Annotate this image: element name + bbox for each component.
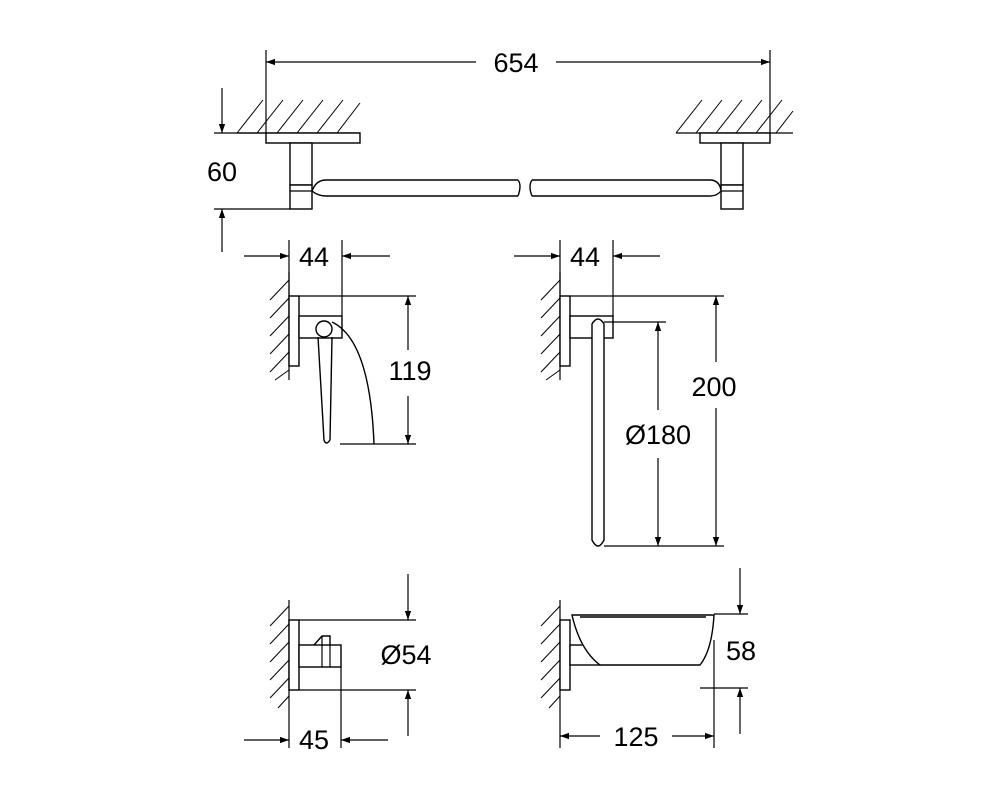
towel-ring-view: 44 Ø180 200	[514, 240, 737, 547]
hook-depth-label: 45	[299, 725, 329, 755]
wall-hatch-hook	[269, 600, 290, 709]
ring-depth-label: 44	[570, 242, 600, 272]
tp-height-label: 119	[388, 356, 431, 386]
hook-diameter-label: Ø54	[380, 640, 431, 670]
towel-bar-right-bracket	[699, 132, 771, 210]
wall-hatch-ring	[540, 272, 561, 381]
soap-height-label: 58	[726, 636, 756, 666]
towel-bar-rod	[311, 179, 722, 197]
ring-diameter-label: Ø180	[625, 420, 691, 450]
wall-hatch-tp	[269, 272, 290, 381]
ring-depth-dimension-44: 44	[514, 240, 660, 316]
towel-bar-left-bracket	[265, 132, 361, 210]
tp-holder-body	[288, 295, 375, 445]
wall-hatch-soap	[540, 600, 561, 709]
hook-diameter-dimension-54: Ø54	[299, 574, 432, 736]
soap-dish-body	[559, 614, 715, 691]
soap-height-dimension-58: 58	[700, 568, 756, 734]
hook-depth-dimension-45: 45	[244, 667, 388, 755]
robe-hook-body	[288, 619, 342, 691]
soap-depth-label: 125	[613, 722, 658, 752]
towel-bar-depth-label: 60	[207, 157, 237, 187]
towel-ring-body	[559, 295, 614, 547]
robe-hook-view: Ø54 45	[244, 574, 432, 755]
ring-diameter-dimension-180: Ø180	[604, 321, 691, 547]
wall-hatch-right	[675, 99, 794, 134]
depth-dimension-60: 60	[207, 88, 290, 252]
towel-bar-width-label: 654	[493, 48, 538, 78]
ring-height-label: 200	[691, 372, 736, 402]
towel-bar-view: 654 60	[207, 48, 794, 252]
wall-hatch-left	[236, 99, 361, 134]
ring-height-dimension-200: 200	[570, 295, 737, 547]
tp-depth-label: 44	[299, 242, 329, 272]
tp-height-dimension-119: 119	[299, 295, 432, 445]
soap-dish-view: 58 125	[540, 568, 756, 752]
soap-depth-dimension-125: 125	[559, 640, 715, 752]
toilet-paper-holder-view: 44 119	[244, 240, 432, 445]
tp-depth-dimension-44: 44	[244, 240, 390, 316]
width-dimension-654: 654	[265, 48, 771, 133]
